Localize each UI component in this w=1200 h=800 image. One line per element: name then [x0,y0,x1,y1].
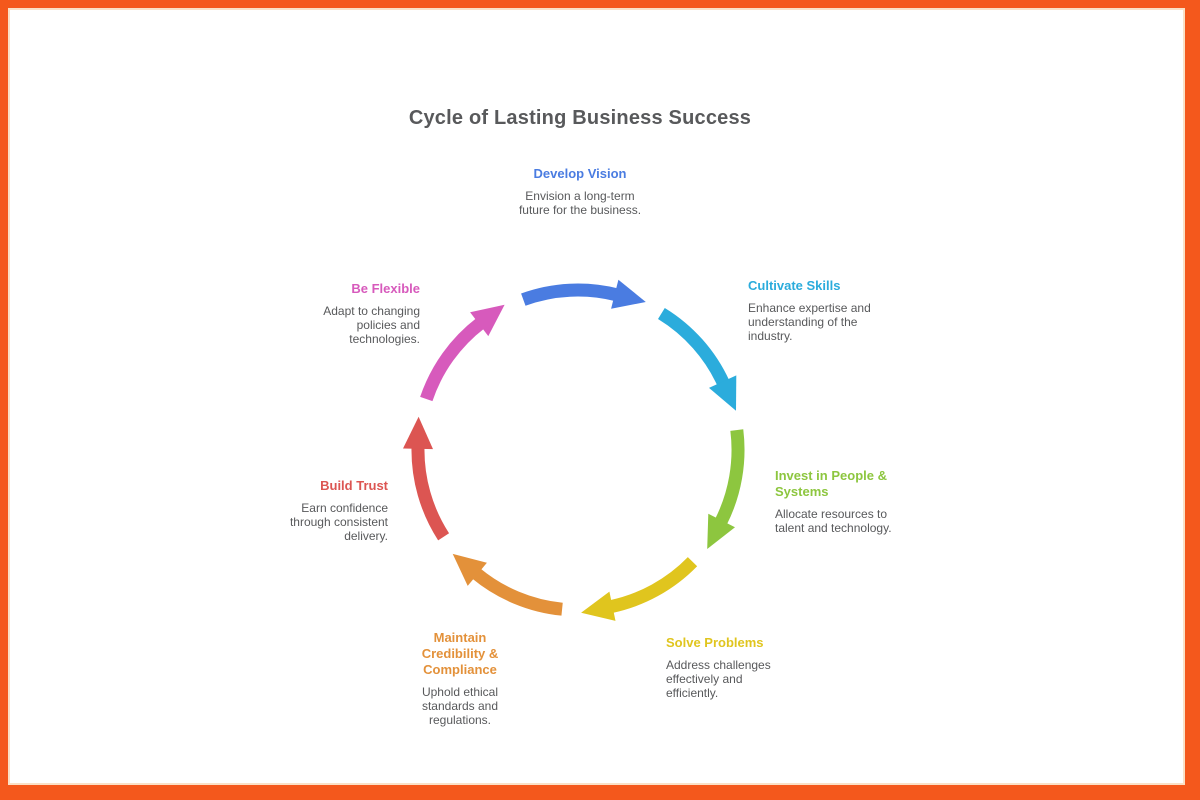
cycle-arc-maintain-credibility [471,568,563,616]
cycle-arc-invest-people-systems [714,429,745,526]
step-heading: Invest in People & Systems [775,468,887,499]
step-heading: Develop Vision [533,166,627,181]
step-description: Uphold ethical standards and regulations… [421,684,499,727]
step-cultivate-skills: Cultivate Skills Enhance expertise and u… [748,278,872,343]
step-be-flexible: Be Flexible Adapt to changing policies a… [308,281,420,346]
cycle-arrowhead-maintain-credibility [452,553,487,586]
step-invest-people-systems: Invest in People & Systems Allocate reso… [775,468,903,535]
step-description: Enhance expertise and understanding of t… [748,300,871,344]
content-panel: Cycle of Lasting Business Success Develo… [10,10,1183,783]
cycle-arrowhead-solve-problems [581,591,616,621]
step-maintain-credibility: Maintain Credibility & Compliance Uphold… [406,630,514,727]
cycle-arrowhead-invest-people-systems [707,513,735,549]
step-build-trust: Build Trust Earn confidence through cons… [276,478,388,543]
step-develop-vision: Develop Vision Envision a long-term futu… [515,166,645,217]
step-solve-problems: Solve Problems Address challenges effect… [666,635,786,700]
cycle-arrowhead-develop-vision [611,279,646,309]
cycle-arc-be-flexible [420,317,485,402]
step-description: Envision a long-term future for the busi… [518,188,642,218]
cycle-arc-cultivate-skills [657,307,730,387]
step-heading: Build Trust [320,478,388,493]
step-description: Adapt to changing policies and technolog… [323,303,420,347]
step-description: Allocate resources to talent and technol… [775,506,892,535]
cycle-arrowhead-be-flexible [470,304,505,337]
step-heading: Be Flexible [351,281,420,296]
cycle-arrows [403,279,745,621]
cycle-arc-solve-problems [609,557,698,614]
step-heading: Cultivate Skills [748,278,841,293]
step-heading: Maintain Credibility & Compliance [421,630,499,677]
cycle-arrowhead-cultivate-skills [709,375,737,411]
step-heading: Solve Problems [666,635,764,650]
step-description: Earn confidence through consistent deliv… [289,500,388,544]
cycle-arc-build-trust [411,446,450,541]
cycle-arc-develop-vision [521,283,619,306]
step-description: Address challenges effectively and effic… [666,657,771,701]
cycle-arrowhead-build-trust [403,416,433,450]
page-title: Cycle of Lasting Business Success [408,107,752,129]
